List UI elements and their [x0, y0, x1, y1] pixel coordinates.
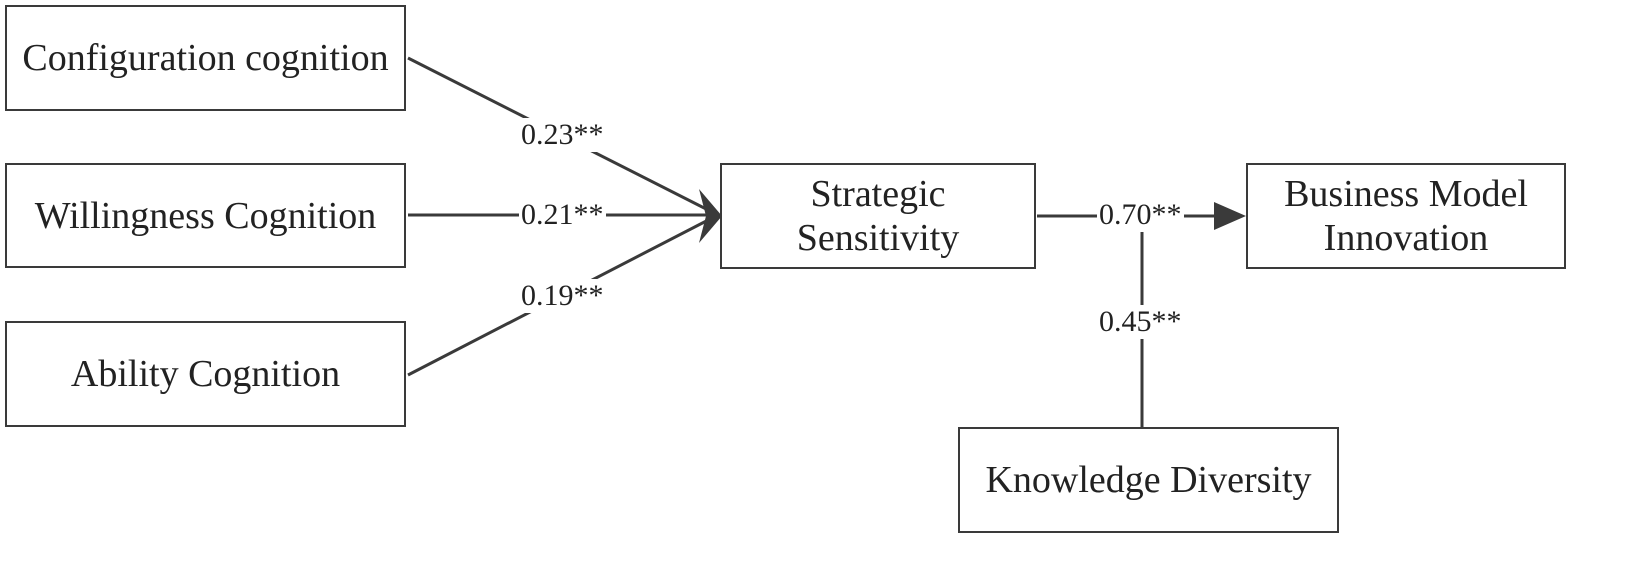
- node-label: Ability Cognition: [70, 353, 341, 395]
- node-willingness-cognition: Willingness Cognition: [5, 163, 406, 268]
- node-configuration-cognition: Configuration cognition: [5, 5, 406, 111]
- coefficient-configuration: 0.23**: [519, 118, 606, 152]
- node-label: Knowledge Diversity: [985, 459, 1312, 501]
- arrowhead-strategic: [699, 189, 722, 243]
- node-knowledge-diversity: Knowledge Diversity: [958, 427, 1339, 533]
- coefficient-willingness: 0.21**: [519, 198, 606, 232]
- node-label-line1: Business Model: [1284, 173, 1528, 215]
- node-label-line2: Innovation: [1323, 217, 1489, 259]
- node-business-model-innovation: Business Model Innovation: [1246, 163, 1566, 269]
- node-ability-cognition: Ability Cognition: [5, 321, 406, 427]
- coefficient-knowledge-moderation: 0.45**: [1097, 305, 1184, 339]
- node-label: Configuration cognition: [22, 37, 389, 79]
- node-label-line1: Strategic: [810, 173, 946, 215]
- node-strategic-sensitivity: Strategic Sensitivity: [720, 163, 1036, 269]
- node-label-line2: Sensitivity: [796, 217, 960, 259]
- arrowhead-bmi: [1214, 202, 1246, 230]
- node-label: Willingness Cognition: [34, 194, 377, 237]
- coefficient-ability: 0.19**: [519, 279, 606, 313]
- coefficient-strategic-to-bmi: 0.70**: [1097, 198, 1184, 232]
